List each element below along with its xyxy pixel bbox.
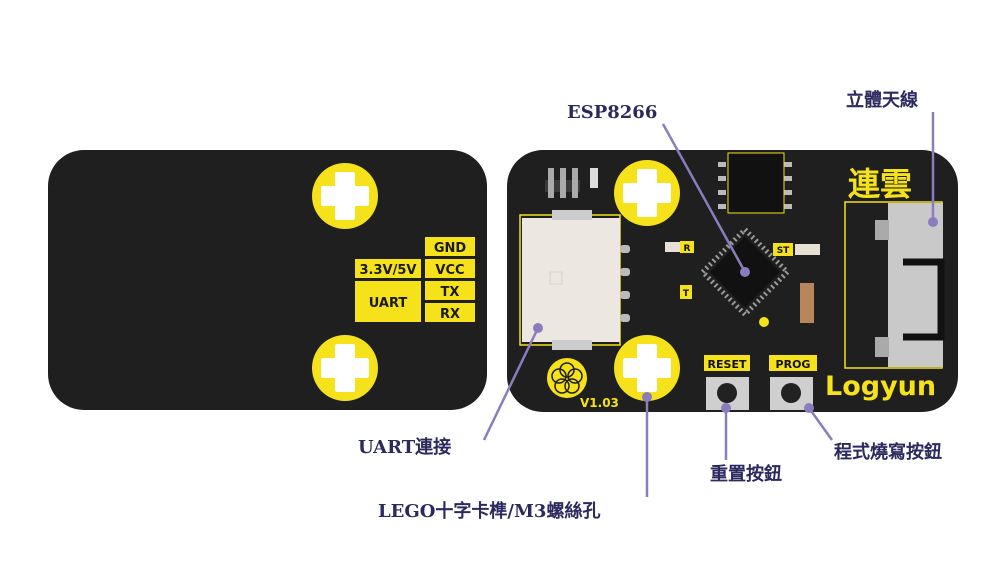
lego-hole-top-front (612, 158, 682, 228)
prog-silk: PROG (776, 358, 811, 371)
uart-connector (519, 210, 630, 350)
callout-prog: 程式燒寫按鈕 (804, 403, 942, 463)
svg-text:LEGO十字卡榫/M3螺絲孔: LEGO十字卡榫/M3螺絲孔 (378, 500, 600, 522)
power-label: 3.3V/5V (360, 263, 417, 278)
callout-lego: LEGO十字卡榫/M3螺絲孔 (378, 392, 652, 522)
flash-chip (718, 152, 792, 214)
brand-cn: 連雲 (848, 165, 912, 203)
callout-reset: 重置按鈕 (710, 403, 782, 485)
svg-text:ESP8266: ESP8266 (567, 102, 657, 123)
uart-label: UART (369, 296, 408, 311)
version-label: V1.03 (580, 396, 619, 410)
silk-t: T (683, 289, 690, 299)
silk-st: ST (777, 246, 790, 256)
reset-silk: RESET (708, 358, 747, 371)
lego-hole-bottom (310, 333, 380, 403)
pin-rx: RX (440, 307, 460, 322)
callout-uart: UART連接 (358, 323, 543, 458)
brand-en: Logyun (825, 371, 936, 402)
silk-r: R (684, 244, 691, 254)
svg-text:重置按鈕: 重置按鈕 (710, 463, 782, 485)
svg-text:程式燒寫按鈕: 程式燒寫按鈕 (834, 441, 942, 463)
lego-hole-bottom-front (612, 333, 682, 403)
pin-vcc: VCC (435, 263, 464, 278)
flower-logo-icon (547, 358, 587, 398)
pin-tx: TX (441, 285, 460, 300)
antenna (844, 201, 945, 369)
callout-esp8266: ESP8266 (567, 102, 750, 277)
board-back: GND VCC TX RX 3.3V/5V UART (48, 150, 487, 410)
svg-text:UART連接: UART連接 (358, 436, 451, 458)
lego-hole-top (310, 161, 380, 231)
svg-text:立體天線: 立體天線 (846, 89, 918, 111)
callout-antenna: 立體天線 (846, 89, 938, 227)
board-front: R T ST 連雲 Logyun RESET PROG (507, 150, 958, 412)
pin-label-table: GND VCC TX RX 3.3V/5V UART (355, 237, 475, 322)
pin-gnd: GND (434, 241, 467, 256)
